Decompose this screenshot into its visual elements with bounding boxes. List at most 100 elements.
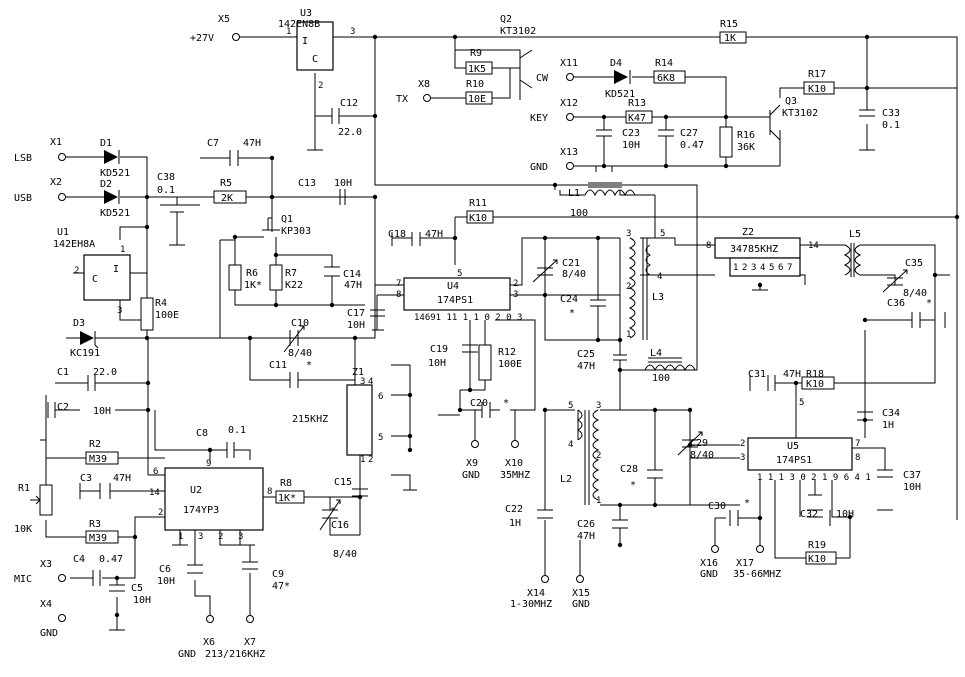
l3-pin2: 2 <box>626 282 631 292</box>
x2-ref: X2 <box>50 177 62 188</box>
diodes-graphics <box>80 70 631 349</box>
q1-part: KP303 <box>281 226 311 237</box>
x5-name: +27V <box>190 33 214 44</box>
c14-ref: C14 <box>343 269 361 280</box>
z1-ref: Z1 <box>352 367 364 378</box>
l1-ref: L1 <box>568 188 580 199</box>
u5-pin5: 5 <box>799 398 804 408</box>
labels: X5 +27V X1 LSB X2 USB X3 MIC X4 GND X6 G… <box>14 8 932 660</box>
r9-body <box>465 61 493 75</box>
x15-ref: X15 <box>572 588 590 599</box>
u5-bottom-pins: 1 1 1 3 0 2 1 9 6 4 1 <box>757 473 871 483</box>
c32-value: 10H <box>836 509 854 520</box>
u4-part: 174PS1 <box>437 295 473 306</box>
u1-ref: U1 <box>57 227 69 238</box>
r19-value: K10 <box>808 554 826 565</box>
u2-pin9: 9 <box>206 459 211 469</box>
l2-pin3: 3 <box>596 401 601 411</box>
z2-pin7: 7 <box>787 263 792 273</box>
u3-pin-in: I <box>302 36 308 47</box>
r7-body <box>269 264 283 291</box>
u1-part: 142EH8A <box>53 239 95 250</box>
q2-part: KT3102 <box>500 26 536 37</box>
c6-value: 10H <box>157 576 175 587</box>
u3-pin2: 2 <box>318 81 323 91</box>
u3-pin1: 1 <box>286 27 291 37</box>
x16-ref: X16 <box>700 558 718 569</box>
l4-ref: L4 <box>650 348 662 359</box>
z2-pin1: 1 <box>733 263 738 273</box>
r11-body <box>466 210 494 224</box>
z2-pin3: 3 <box>751 263 756 273</box>
d4-part: KD521 <box>605 89 635 100</box>
wiring <box>40 36 958 630</box>
r9-ref: R9 <box>470 48 482 59</box>
x4-name: GND <box>40 628 58 639</box>
c13-ref: C13 <box>298 178 316 189</box>
r9-value: 1K5 <box>468 64 486 75</box>
c30-ref: C30 <box>708 501 726 512</box>
u1-pin3: 3 <box>117 306 122 316</box>
components <box>30 21 960 631</box>
x14-ref: X14 <box>527 588 545 599</box>
u1-body <box>83 254 131 301</box>
c31-value: 47H <box>783 369 801 380</box>
r12-value: 100E <box>498 359 522 370</box>
r6-body <box>228 264 242 291</box>
r17-value: K10 <box>808 84 826 95</box>
inductors-graphics <box>577 182 862 505</box>
u2-ref: U2 <box>190 485 202 496</box>
u3-body <box>296 21 334 71</box>
r7-ref: R7 <box>285 268 297 279</box>
c15-ref: C15 <box>334 477 352 488</box>
c7-value: 47H <box>243 138 261 149</box>
r12-ref: R12 <box>498 347 516 358</box>
r14-body <box>653 70 686 84</box>
d1-part: KD521 <box>100 168 130 179</box>
r2-value: M39 <box>89 454 107 465</box>
c1-ref: C1 <box>57 367 69 378</box>
r10-ref: R10 <box>466 79 484 90</box>
r18-ref: R18 <box>806 369 824 380</box>
u4-pin8: 8 <box>396 290 401 300</box>
r15-value: 1K <box>724 33 736 44</box>
l3-pin3: 3 <box>626 229 631 239</box>
r5-body <box>213 190 247 204</box>
u4-bottom-pins: 14691 11 1 1 0 2 0 3 <box>414 313 522 323</box>
u5-pin2: 2 <box>740 439 745 449</box>
l4-value: 100 <box>652 373 670 384</box>
q3-part: KT3102 <box>782 108 818 119</box>
x3-ref: X3 <box>40 559 52 570</box>
z1-pin2: 2 <box>368 455 373 465</box>
c8-value: 0.1 <box>228 425 246 436</box>
u2-body <box>164 467 264 531</box>
c20-ref: C20 <box>470 398 488 409</box>
c18-value: 47H <box>425 229 443 240</box>
c24-ref: C24 <box>560 294 578 305</box>
q1-ref: Q1 <box>281 214 293 225</box>
c23-ref: C23 <box>622 128 640 139</box>
z1-pin1: 1 <box>360 455 365 465</box>
x11-ref: X11 <box>560 58 578 69</box>
c3-ref: C3 <box>80 473 92 484</box>
c38-ref: C38 <box>157 172 175 183</box>
c9-ref: C9 <box>272 569 284 580</box>
transistors-graphics <box>262 49 781 231</box>
d3-part: KC191 <box>70 348 100 359</box>
u2-pin1: 1 <box>178 532 183 542</box>
r6-value: 1K* <box>244 280 262 291</box>
c3-value: 47H <box>113 473 131 484</box>
c32-ref: C32 <box>800 509 818 520</box>
l5-ref: L5 <box>849 229 861 240</box>
l2-pin4: 4 <box>568 440 573 450</box>
c17-value: 10H <box>347 320 365 331</box>
u1-pin-c: C <box>92 274 98 285</box>
c29-value: 8/40 <box>690 450 714 461</box>
z1-pin6: 6 <box>378 392 383 402</box>
r11-value: K10 <box>469 213 487 224</box>
u4-pin2: 2 <box>513 279 518 289</box>
u2-pin3a: 3 <box>198 532 203 542</box>
c38-value: 0.1 <box>157 185 175 196</box>
l2-pin1: 1 <box>596 496 601 506</box>
u4-pin3: 3 <box>513 290 518 300</box>
